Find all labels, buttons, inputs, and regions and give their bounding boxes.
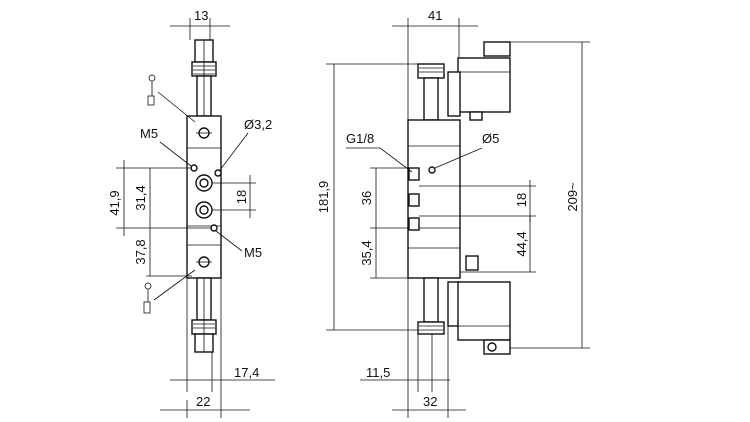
label-m5-bottom: M5 xyxy=(244,245,262,260)
dim-22: 22 xyxy=(160,278,250,418)
callout-g18: G1/8 xyxy=(346,131,413,173)
manual-override-key-icon-bottom xyxy=(143,269,196,314)
label-209: 209~ xyxy=(565,182,580,212)
dim-top-13: 13 xyxy=(170,8,230,40)
dim-18-right: 18 xyxy=(419,180,536,222)
dim-41-9: 41,9 xyxy=(107,160,212,236)
label-22: 22 xyxy=(196,394,210,409)
dim-32: 32 xyxy=(392,278,466,418)
port-fitting-middle xyxy=(408,193,420,207)
label-18-left: 18 xyxy=(234,190,249,204)
port-fitting-lower xyxy=(408,217,420,231)
label-18-right: 18 xyxy=(514,193,529,207)
side-hole-d32 xyxy=(214,169,222,177)
label-top-41: 41 xyxy=(428,8,442,23)
dim-44-4: 44,4 xyxy=(460,216,536,273)
label-top-13: 13 xyxy=(194,8,208,23)
label-11-5: 11,5 xyxy=(366,365,390,380)
dim-top-41: 41 xyxy=(392,8,478,120)
callout-m5-bottom: M5 xyxy=(215,230,262,260)
dim-11-5: 11,5 xyxy=(360,334,450,392)
callout-d32: Ø3,2 xyxy=(219,117,272,171)
dim-181-9: 181,9 xyxy=(316,63,418,331)
label-32: 32 xyxy=(423,394,437,409)
callout-m5-top: M5 xyxy=(140,126,192,167)
label-181-9: 181,9 xyxy=(316,181,331,214)
label-36: 36 xyxy=(359,191,374,205)
side-lower-stem xyxy=(423,277,439,323)
label-d5: Ø5 xyxy=(482,131,499,146)
label-g18: G1/8 xyxy=(346,131,374,146)
hole-d5 xyxy=(428,166,436,174)
manual-override-key-icon-top xyxy=(147,74,196,123)
front-view: 13 xyxy=(107,8,275,418)
solenoid-coil-bottom xyxy=(447,255,511,355)
label-44-4: 44,4 xyxy=(514,231,529,256)
label-41-9: 41,9 xyxy=(107,190,122,215)
side-upper-nut xyxy=(417,63,445,79)
label-31-4: 31,4 xyxy=(133,185,148,210)
dim-18-left: 18 xyxy=(212,175,256,218)
side-view: 41 xyxy=(316,8,590,418)
label-m5-top: M5 xyxy=(140,126,158,141)
label-17-4: 17,4 xyxy=(234,365,259,380)
side-lower-nut xyxy=(417,321,445,335)
label-37-8: 37,8 xyxy=(133,239,148,264)
label-d32: Ø3,2 xyxy=(244,117,272,132)
dim-35-4: 35,4 xyxy=(359,228,409,279)
solenoid-coil-top xyxy=(447,41,511,121)
dim-17-4: 17,4 xyxy=(170,278,275,392)
dim-36: 36 xyxy=(359,167,409,229)
dim-209: 209~ xyxy=(510,41,590,349)
port-fitting-upper xyxy=(408,167,420,181)
side-upper-stem xyxy=(423,77,439,121)
label-35-4: 35,4 xyxy=(359,240,374,265)
callout-d5: Ø5 xyxy=(434,131,499,169)
dim-37-8: 37,8 xyxy=(133,228,192,277)
valve-body-front xyxy=(186,115,222,279)
dim-31-4: 31,4 xyxy=(133,168,151,228)
